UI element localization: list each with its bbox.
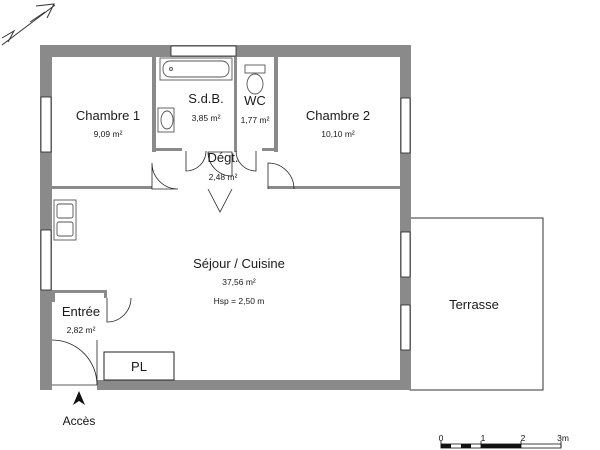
room-entree-area: 2,82 m² [67, 325, 96, 335]
scale-tick-0: 0 [439, 433, 444, 443]
north-arrow-icon [1, 3, 56, 46]
room-entree-name: Entrée [62, 304, 100, 319]
room-terrasse-name: Terrasse [449, 297, 499, 312]
scale-bar [440, 441, 562, 449]
room-degt-area: 2,48 m² [209, 172, 238, 182]
scale-tick-1: 1 [481, 433, 486, 443]
room-chambre-2-name: Chambre 2 [306, 108, 370, 123]
bathtub-icon [159, 57, 233, 81]
room-wc-area: 1,77 m² [241, 115, 270, 125]
toilet-icon [244, 64, 266, 95]
room-chambre-2-area: 10,10 m² [321, 129, 355, 139]
scale-tick-3: 3m [557, 433, 569, 443]
room-chambre-1-name: Chambre 1 [76, 108, 140, 123]
closet-label: PL [131, 359, 147, 374]
room-degt-name: Dégt. [207, 150, 238, 165]
room-sejour-area: 37,56 m² [222, 277, 256, 287]
room-wc-name: WC [244, 93, 266, 108]
door-swings [51, 150, 295, 386]
access-arrow-icon [73, 391, 85, 405]
closet-outline [103, 351, 175, 381]
room-sejour-name: Séjour / Cuisine [193, 256, 285, 271]
interior-walls [52, 57, 400, 302]
exterior-walls [40, 45, 411, 390]
room-sdb-name: S.d.B. [188, 91, 223, 106]
room-sejour-height: Hsp = 2,50 m [214, 296, 265, 306]
access-label: Accès [63, 414, 96, 428]
room-sdb-area: 3,85 m² [192, 113, 221, 123]
room-chambre-1-area: 9,09 m² [94, 129, 123, 139]
windows [40, 45, 411, 351]
kitchen-sink-icon [53, 199, 77, 241]
scale-tick-2: 2 [521, 433, 526, 443]
sink-icon [157, 107, 175, 133]
